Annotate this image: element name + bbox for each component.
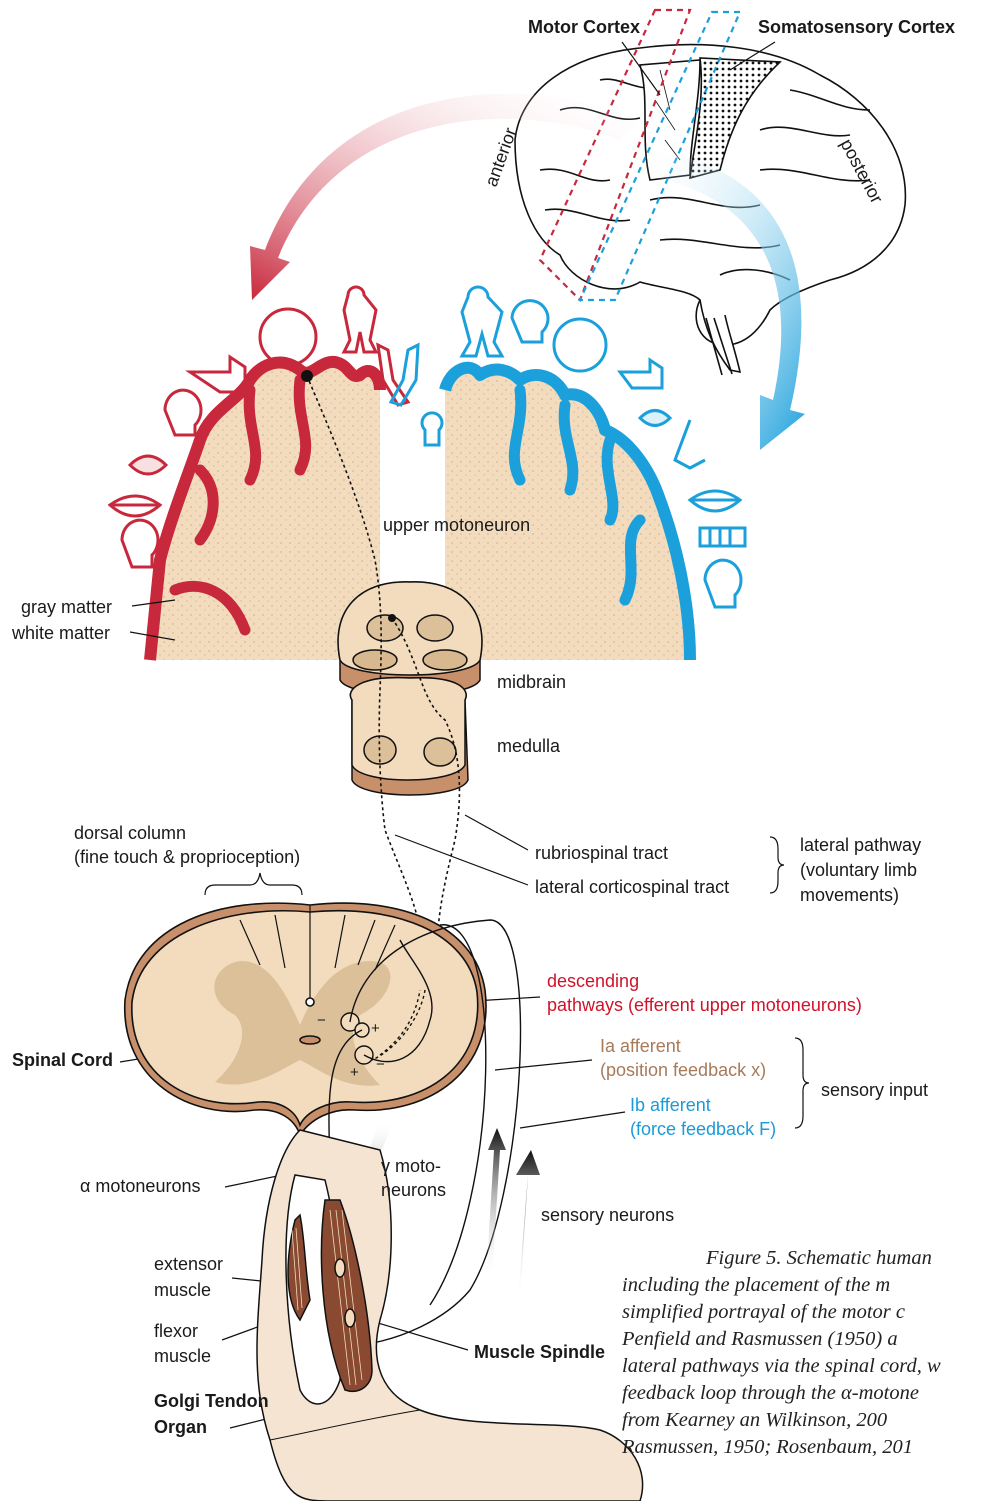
extensor-muscle-sublabel: muscle <box>154 1279 211 1302</box>
eye-icon <box>640 411 670 426</box>
muscle-spindle-label: Muscle Spindle <box>474 1341 605 1364</box>
medulla-label: medulla <box>497 735 560 758</box>
figure-icon <box>344 287 376 352</box>
spinal-cord-label: Spinal Cord <box>12 1049 113 1072</box>
brain-illustration <box>515 45 905 375</box>
lips-icon <box>110 496 160 516</box>
minus-sign-1: − <box>317 1012 326 1031</box>
face-icon <box>260 309 316 365</box>
somatosensory-cortex-label: Somatosensory Cortex <box>758 16 955 39</box>
motor-neuron-soma <box>301 370 313 382</box>
minus-sign-2: − <box>376 1056 385 1075</box>
hand-icon <box>620 360 662 388</box>
golgi-tendon-organ-sublabel: Organ <box>154 1416 207 1439</box>
teeth-icon <box>700 528 745 546</box>
lateral-pathway-sublabel-1: (voluntary limb <box>800 859 917 882</box>
ib-afferent-label: Ib afferent <box>630 1094 711 1117</box>
lateral-corticospinal-tract-label: lateral corticospinal tract <box>535 876 729 899</box>
nose-icon <box>675 420 705 468</box>
tongue-head-icon <box>705 560 741 607</box>
rubriospinal-tract-label: rubriospinal tract <box>535 842 668 865</box>
sensory-input-label: sensory input <box>821 1079 928 1102</box>
ia-afferent-sublabel: (position feedback x) <box>600 1059 766 1082</box>
dorsal-column-label: dorsal column <box>74 822 186 845</box>
alpha-motoneurons-label: α motoneurons <box>80 1175 200 1198</box>
sensory-neurons-arrows <box>486 1128 540 1300</box>
gray-matter-label: gray matter <box>21 596 112 619</box>
caption-line: lateral pathways via the spinal cord, w <box>622 1353 983 1380</box>
sensory-neurons-label: sensory neurons <box>541 1204 674 1227</box>
arm-illustration <box>257 1130 643 1501</box>
eye-icon <box>130 456 166 474</box>
tongue-head-icon <box>122 520 158 567</box>
golgi-tendon-organ-label: Golgi Tendon <box>154 1390 269 1413</box>
hand-icon <box>190 357 245 392</box>
flexor-muscle-sublabel: muscle <box>154 1345 211 1368</box>
figure-icon <box>462 287 502 356</box>
gamma-motoneurons-label: γ moto- <box>381 1155 441 1178</box>
caption-line: simplified portrayal of the motor c <box>622 1299 983 1326</box>
white-matter-label: white matter <box>12 622 110 645</box>
head-icon <box>165 390 201 435</box>
upper-motoneuron-label: upper motoneuron <box>383 514 530 537</box>
motor-cortex-label: Motor Cortex <box>528 16 640 39</box>
caption-line: Figure 5. Schematic human <box>622 1245 983 1272</box>
medulla-shape <box>350 678 468 795</box>
ia-afferent-label: Ia afferent <box>600 1035 681 1058</box>
flexor-muscle-label: flexor <box>154 1320 198 1343</box>
lateral-pathway-label: lateral pathway <box>800 834 921 857</box>
lateral-pathway-sublabel-2: movements) <box>800 884 899 907</box>
descending-pathways-label: descending <box>547 970 639 993</box>
ib-afferent-sublabel: (force feedback F) <box>630 1118 776 1141</box>
caption-line: Rasmussen, 1950; Rosenbaum, 201 <box>622 1434 983 1461</box>
caption-line: from Kearney an Wilkinson, 200 <box>622 1407 983 1434</box>
caption-line: feedback loop through the α-motone <box>622 1380 983 1407</box>
spinal-cord-section <box>125 903 486 1135</box>
caption-line: Penfield and Rasmussen (1950) a <box>622 1326 983 1353</box>
extensor-muscle-label: extensor <box>154 1253 223 1276</box>
head-icon <box>512 301 548 342</box>
midbrain-label: midbrain <box>497 671 566 694</box>
lips-icon <box>690 491 740 511</box>
genitals-icon <box>422 413 442 445</box>
plus-sign-2: + <box>350 1064 359 1083</box>
descending-pathways-sublabel: pathways (efferent upper motoneurons) <box>547 994 862 1017</box>
gamma-motoneurons-sublabel: neurons <box>381 1179 446 1202</box>
plus-sign-1: + <box>371 1020 380 1039</box>
red-nucleus-soma <box>388 614 396 622</box>
figure-caption: Figure 5. Schematic human including the … <box>622 1245 983 1495</box>
face-icon <box>554 319 606 371</box>
caption-line: including the placement of the m <box>622 1272 983 1299</box>
dorsal-column-sublabel: (fine touch & proprioception) <box>74 846 300 869</box>
